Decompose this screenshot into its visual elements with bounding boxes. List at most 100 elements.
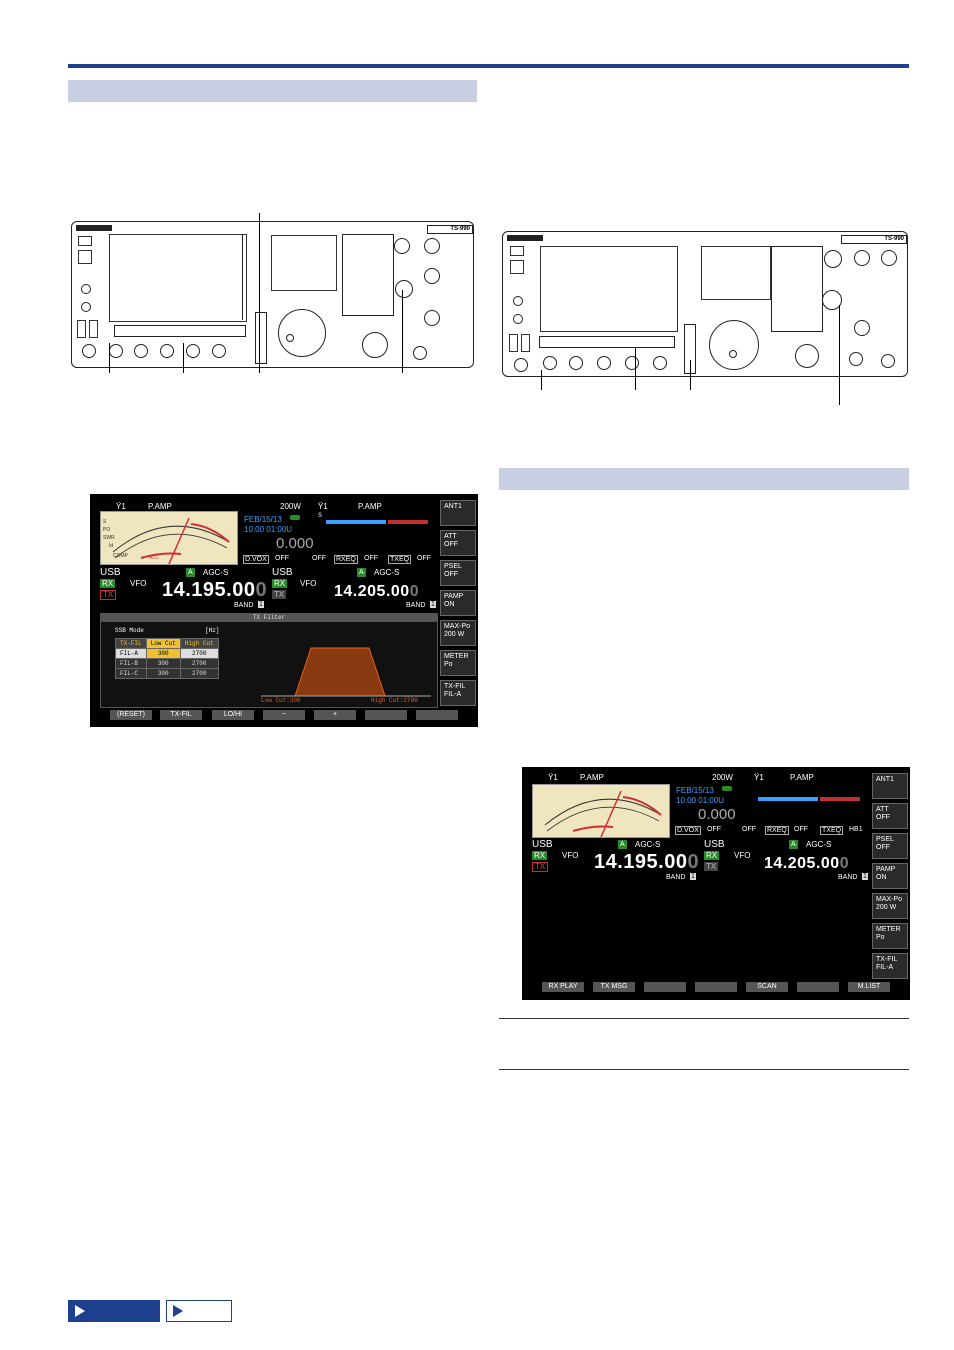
frequency-right: 14.205.000 bbox=[334, 583, 420, 600]
drive-knob[interactable] bbox=[160, 344, 174, 358]
dvox-state: OFF bbox=[707, 826, 721, 833]
table-cell[interactable]: FIL-A bbox=[115, 648, 147, 659]
proc-knob[interactable] bbox=[569, 356, 583, 370]
tx-badge: TX bbox=[532, 862, 549, 872]
soft-key-tx-fil[interactable]: TX-FIL bbox=[160, 710, 202, 720]
table-cell[interactable]: 2700 bbox=[179, 648, 219, 659]
af-rf-knob[interactable] bbox=[394, 238, 410, 254]
transceiver-front-panel-1: TS-990 bbox=[71, 221, 474, 368]
notch-knob[interactable] bbox=[849, 352, 863, 366]
band-right-num: 1 bbox=[430, 601, 436, 608]
soft-key-reset[interactable]: (RESET) bbox=[110, 710, 152, 720]
main-tuning-dial[interactable] bbox=[278, 309, 326, 357]
vfo-knob[interactable] bbox=[881, 250, 897, 266]
table-cell[interactable]: 300 bbox=[145, 648, 181, 659]
mode-right: USB bbox=[704, 839, 725, 850]
note-rule-top bbox=[499, 1018, 909, 1019]
meter-scale-graphic bbox=[112, 517, 230, 565]
af-rf-knob[interactable] bbox=[824, 250, 842, 268]
sql-knob[interactable] bbox=[854, 250, 870, 266]
proc-knob[interactable] bbox=[134, 344, 148, 358]
delay-knob[interactable] bbox=[653, 356, 667, 370]
side-key-ant[interactable]: ANT1 bbox=[872, 773, 908, 799]
soft-key-row[interactable] bbox=[539, 336, 675, 348]
offset-display: 0.000 bbox=[698, 806, 736, 823]
a-badge-right: A bbox=[789, 840, 798, 849]
soft-key-rx-play[interactable]: RX PLAY bbox=[542, 982, 584, 992]
soft-key-lo-hi[interactable]: LO/HI bbox=[212, 710, 254, 720]
meter-scale-graphic bbox=[544, 790, 662, 838]
table-cell[interactable]: FIL-B bbox=[115, 658, 147, 669]
mic-gain-knob[interactable] bbox=[109, 344, 123, 358]
soft-key-tx-msg[interactable]: TX MSG bbox=[593, 982, 635, 992]
side-key-ant[interactable]: ANT1 bbox=[440, 500, 476, 526]
sub-tuning-dial[interactable] bbox=[362, 332, 388, 358]
table-cell[interactable]: 300 bbox=[145, 668, 181, 679]
mode-left: USB bbox=[532, 839, 553, 850]
keyer-knob[interactable] bbox=[186, 344, 200, 358]
low-width-knob[interactable] bbox=[881, 354, 895, 368]
function-key-column[interactable] bbox=[255, 312, 267, 364]
low-width-knob[interactable] bbox=[424, 310, 440, 326]
multi-ch-knob[interactable] bbox=[822, 290, 842, 310]
high-shift-knob[interactable] bbox=[854, 320, 870, 336]
sql-knob[interactable] bbox=[424, 238, 440, 254]
s-scale: S bbox=[318, 513, 323, 519]
soft-key-plus[interactable]: + bbox=[314, 710, 356, 720]
nav-button-secondary[interactable] bbox=[166, 1300, 232, 1322]
keypad-block[interactable] bbox=[342, 234, 394, 316]
panel-button[interactable] bbox=[510, 260, 524, 274]
keyer-knob[interactable] bbox=[625, 356, 639, 370]
mic-gain-knob[interactable] bbox=[543, 356, 557, 370]
soft-key-blank[interactable] bbox=[797, 982, 839, 992]
soft-key-row[interactable] bbox=[114, 325, 246, 337]
main-tuning-dial[interactable] bbox=[709, 320, 759, 370]
power-button[interactable] bbox=[78, 236, 92, 246]
high-shift-knob[interactable] bbox=[424, 268, 440, 284]
band-right: BAND bbox=[406, 602, 426, 609]
soft-key-scan[interactable]: SCAN bbox=[746, 982, 788, 992]
delay-knob[interactable] bbox=[212, 344, 226, 358]
soft-key-blank[interactable] bbox=[365, 710, 407, 720]
table-header: High Cut bbox=[179, 638, 219, 649]
sub-tuning-dial[interactable] bbox=[795, 344, 819, 368]
table-cell[interactable]: 2700 bbox=[179, 668, 219, 679]
table-cell[interactable]: FIL-C bbox=[115, 668, 147, 679]
nav-button-primary[interactable] bbox=[68, 1300, 160, 1322]
soft-key-minus[interactable]: − bbox=[263, 710, 305, 720]
usb-port-2 bbox=[521, 334, 530, 352]
keypad-block[interactable] bbox=[771, 246, 823, 332]
date-display: FEB/15/13 bbox=[676, 786, 714, 795]
low-cut-readout: Low Cut:300 bbox=[261, 697, 301, 704]
play-arrow-icon bbox=[173, 1305, 183, 1317]
pamp-label-left: P.AMP bbox=[148, 502, 172, 511]
mode-left: USB bbox=[100, 567, 121, 578]
table-cell[interactable]: 300 bbox=[145, 658, 181, 669]
panel-button[interactable] bbox=[78, 250, 92, 264]
tx-filter-panel: TX Filter SSB Mode [Hz] TX-FIL Low Cut H… bbox=[100, 613, 438, 708]
band-left: BAND bbox=[234, 602, 254, 609]
power-button[interactable] bbox=[510, 246, 524, 256]
table-cell[interactable]: 2700 bbox=[179, 658, 219, 669]
multi-ch-knob[interactable] bbox=[395, 280, 413, 298]
soft-key-blank[interactable] bbox=[695, 982, 737, 992]
notch-knob[interactable] bbox=[413, 346, 427, 360]
usb-port bbox=[509, 334, 518, 352]
soft-key-blank[interactable] bbox=[416, 710, 458, 720]
drive-knob[interactable] bbox=[597, 356, 611, 370]
soft-key-m-list[interactable]: M.LIST bbox=[848, 982, 890, 992]
power-label: 200W bbox=[712, 773, 733, 782]
soft-key-blank[interactable] bbox=[644, 982, 686, 992]
